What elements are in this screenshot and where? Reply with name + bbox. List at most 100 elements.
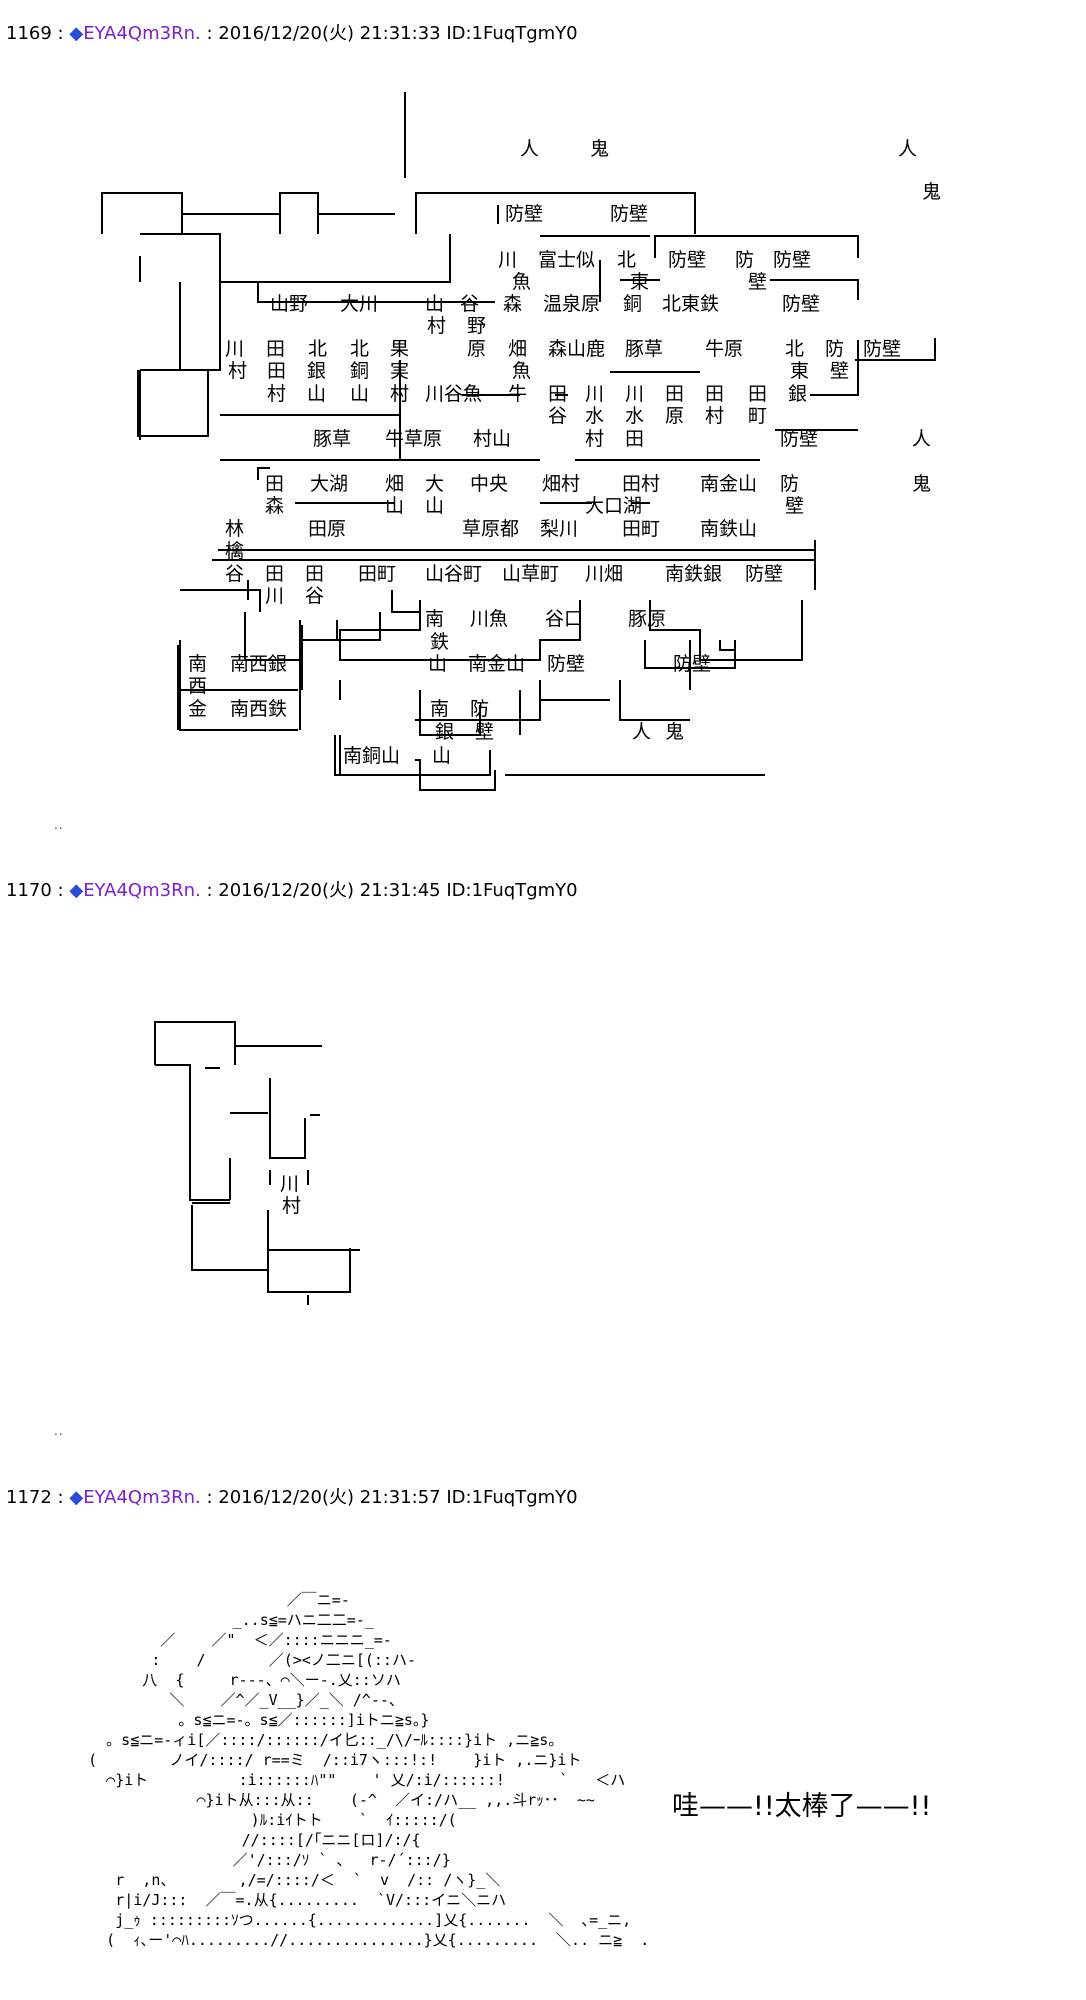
map-label: 森	[503, 293, 522, 315]
map-label: 防壁	[547, 653, 585, 675]
shout-text: 哇——!!太棒了——!!	[672, 1791, 932, 1822]
map-label: 田原	[308, 518, 346, 540]
map-label: 山野	[270, 293, 308, 315]
map-label: 銅	[350, 360, 369, 382]
map-diagram-1: 人 鬼 人 鬼 防壁 防壁 川 富士似 北 防壁 防 防壁 魚 東 壁 山野 大…	[101, 92, 941, 791]
map-label: 田町	[358, 563, 396, 585]
map-lines-2	[154, 1021, 360, 1305]
map-label: 水	[585, 405, 604, 427]
map-label: 山	[425, 495, 444, 517]
map-label: 田	[665, 383, 684, 405]
map-label: 山草町	[502, 563, 559, 585]
map-label: 水	[625, 405, 644, 427]
map-label: 防	[470, 698, 489, 720]
map-label: 村	[427, 315, 446, 337]
map-label: 豚草	[313, 428, 351, 450]
post-separator: ..	[54, 818, 64, 832]
map-label: 鬼	[912, 473, 931, 495]
map-label: 防	[735, 249, 754, 271]
post-number[interactable]: 1169 :	[6, 23, 64, 44]
post-header-1169: 1169 : ◆EYA4Qm3Rn. : 2016/12/20(火) 21:31…	[6, 22, 578, 46]
map-label: 田	[265, 473, 284, 495]
map-label: 人	[912, 428, 931, 450]
map-label: 銅	[623, 293, 642, 315]
map-label: 防壁	[863, 338, 901, 360]
map-label: 人	[898, 138, 917, 160]
trip-diamond-icon: ◆	[69, 23, 84, 44]
map-label: 大	[425, 473, 444, 495]
map-label: 壁	[830, 360, 849, 382]
map-label: 草原都	[462, 518, 519, 540]
map-label: 南鉄山	[700, 518, 757, 540]
map-label: 田	[748, 383, 767, 405]
map-label: 山谷町	[425, 563, 482, 585]
post-meta: : 2016/12/20(火) 21:31:45 ID:1FuqTgmY0	[206, 880, 578, 901]
map-label: 鬼	[590, 138, 609, 160]
map-label: 川畑	[585, 563, 623, 585]
map-label: 田	[625, 428, 644, 450]
map-label: 北	[617, 249, 636, 271]
map-label: 鬼	[665, 721, 684, 743]
map-label: 銀	[788, 383, 807, 405]
map-label: 梨川	[540, 518, 578, 540]
map-label: 北東鉄	[662, 293, 719, 315]
map-label: 南	[430, 698, 449, 720]
map-label: 谷	[305, 585, 324, 607]
post-meta: : 2016/12/20(火) 21:31:33 ID:1FuqTgmY0	[206, 23, 578, 44]
map-label: 田	[265, 563, 284, 585]
map-label: 村	[282, 1195, 301, 1217]
map-label: 防	[825, 338, 844, 360]
map-label: 川	[265, 585, 284, 607]
post-header-1172: 1172 : ◆EYA4Qm3Rn. : 2016/12/20(火) 21:31…	[6, 1486, 578, 1510]
map-label: 東	[630, 271, 649, 293]
map-label: 田	[305, 563, 324, 585]
map-label: 東	[790, 360, 809, 382]
map-label: 防壁	[782, 293, 820, 315]
map-label: 北	[308, 338, 327, 360]
map-label: 村	[267, 383, 286, 405]
map-label: 村山	[473, 428, 511, 450]
map-labels-1: 人 鬼 人 鬼 防壁 防壁 川 富士似 北 防壁 防 防壁 魚 東 壁 山野 大…	[188, 138, 941, 767]
map-label: 富士似	[538, 249, 595, 271]
map-label: 豚草	[625, 338, 663, 360]
map-label: 南金山	[700, 473, 757, 495]
map-label: 南金山	[468, 653, 525, 675]
post-separator: ..	[54, 1424, 64, 1438]
map-label: 壁	[748, 271, 767, 293]
map-label: 人	[520, 138, 539, 160]
map-label: 川谷魚	[425, 383, 482, 405]
map-label: 田町	[622, 518, 660, 540]
poster-name: EYA4Qm3Rn.	[83, 880, 201, 901]
post-number[interactable]: 1172 :	[6, 1487, 64, 1508]
map-label: 南西銀	[230, 653, 287, 675]
map-label: 実	[390, 360, 409, 382]
map-label: 西	[188, 675, 207, 697]
map-label: 中央	[470, 473, 508, 495]
map-label: 畑	[508, 338, 527, 360]
map-label: 村	[705, 405, 724, 427]
map-label: 豚原	[628, 608, 666, 630]
map-label: 川	[625, 383, 644, 405]
map-label: 牛原	[705, 338, 743, 360]
map-label: 町	[748, 405, 767, 427]
map-label: 南銅山	[343, 745, 400, 767]
map-label: 牛	[508, 383, 527, 405]
map-label: 大口湖	[585, 495, 642, 517]
map-label: 牛草原	[385, 428, 442, 450]
map-label: 山	[428, 653, 447, 675]
map-label: 鉄	[430, 631, 449, 653]
map-label: 南鉄銀	[665, 563, 722, 585]
map-label: 畑村	[542, 473, 580, 495]
map-label: 防壁	[773, 249, 811, 271]
post-number[interactable]: 1170 :	[6, 880, 64, 901]
map-label: 大川	[340, 293, 378, 315]
map-label: 田	[548, 383, 567, 405]
map-label: 銀	[307, 360, 326, 382]
map-label: 温泉原	[543, 293, 600, 315]
map-label: 森山鹿	[548, 338, 605, 360]
map-label: 魚	[512, 360, 531, 382]
ascii-art: ／￣ニ=- _..s≦=ハニ二二=-_ ／ ／" ＜／::::ニニニ_=- : …	[88, 1591, 650, 1949]
map-lines-1	[101, 92, 936, 791]
map-label: 山	[350, 383, 369, 405]
map-label: 山	[425, 293, 444, 315]
